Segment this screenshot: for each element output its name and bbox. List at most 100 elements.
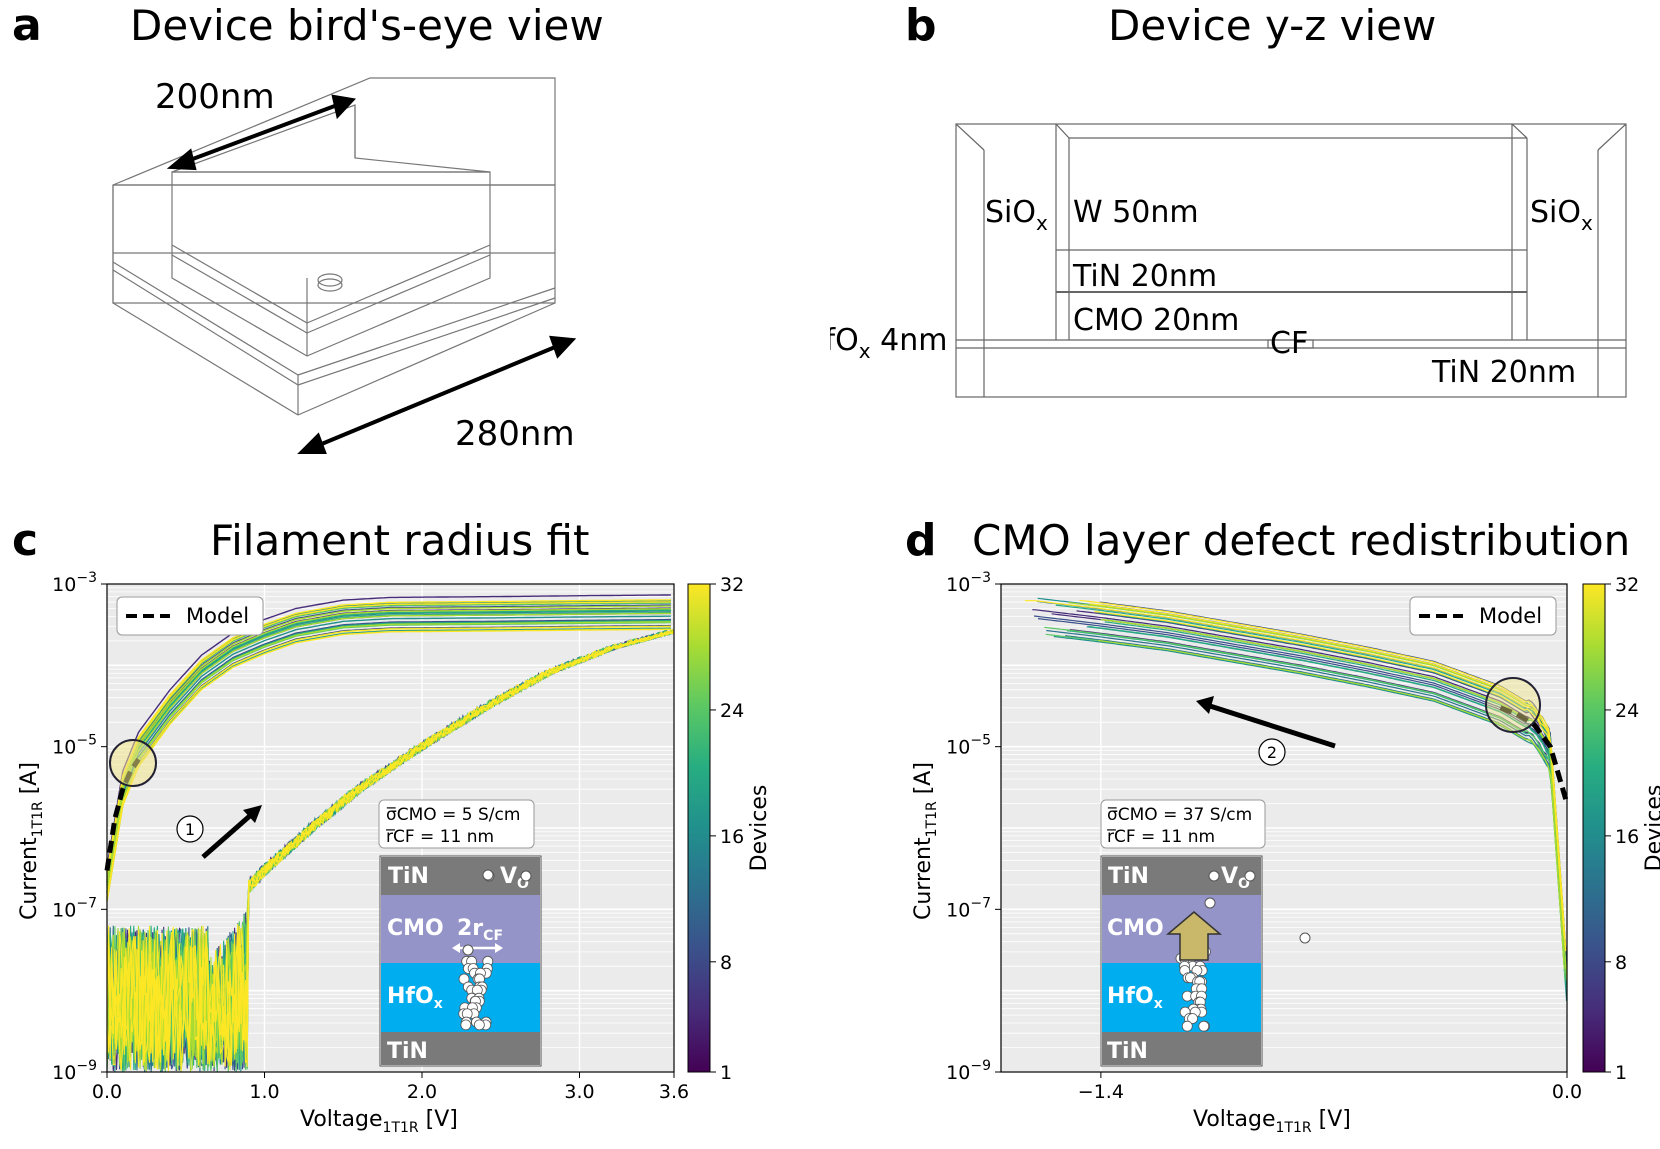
- reset-device-curve-d: [1097, 612, 1565, 934]
- lrs-device-curve-c: [106, 605, 671, 879]
- lrs-device-curve-c: [106, 601, 671, 874]
- sweep-direction-arrow-d: [1196, 696, 1336, 749]
- x-tick-label-c: 1.0: [249, 1081, 279, 1103]
- lrs-device-curve-c: [106, 620, 671, 893]
- x-tick-label-c: 3.6: [659, 1081, 689, 1103]
- lrs-device-curve-c: [106, 621, 671, 894]
- y-tick-label-d: 10−5: [946, 733, 991, 759]
- sigma-cmo-c: σ̅CMO = 5 S/cm: [386, 805, 520, 825]
- schem-hfo-c: HfOx: [387, 984, 443, 1012]
- y-tick-label-c: 10−5: [52, 733, 97, 759]
- vacancy-dot-c: [473, 1019, 485, 1031]
- model-curve-c: [104, 757, 141, 871]
- device-cross-section: [955, 123, 1627, 398]
- reset-device-curve-d: [1098, 639, 1565, 970]
- r-cf-c: r̅CF = 11 nm: [386, 827, 494, 847]
- lrs-device-curve-c: [106, 625, 671, 899]
- dimension-arrows: [166, 94, 577, 454]
- colorbar-d: 32 24 16 8 1 Devices: [1582, 574, 1660, 1084]
- vacancy-dot-c: [460, 1019, 472, 1031]
- vacancy-dot-d: [1204, 897, 1216, 909]
- r-cf-d: r̅CF = 11 nm: [1107, 827, 1215, 847]
- sweep-direction-arrow-c: [201, 805, 262, 859]
- panel-c-title: Filament radius fit: [210, 516, 589, 565]
- colorbar-tick-label-c: 32: [720, 574, 744, 596]
- colorbar-tick-label-c: 8: [720, 952, 732, 974]
- colorbar-label-d: Devices: [1642, 785, 1660, 872]
- x-tick-label-c: 0.0: [92, 1081, 122, 1103]
- schem-2rcf-c: 2rCF: [457, 916, 503, 944]
- y-tick-label-c: 10−3: [52, 570, 97, 596]
- reset-device-curve-d: [1037, 618, 1565, 949]
- hfo-layer-label: HfOx 4nm: [830, 323, 947, 363]
- vacancy-dot-d: [1198, 1020, 1210, 1032]
- w-layer-label: W 50nm: [1073, 195, 1199, 230]
- colorbar-tick-label-d: 24: [1615, 700, 1639, 722]
- vacancy-dot-d: [1299, 932, 1311, 944]
- legend-model-label-c: Model: [186, 604, 249, 628]
- sio-right-label: SiOx: [1530, 195, 1593, 235]
- reset-device-curve-d: [1053, 635, 1568, 1001]
- reset-device-curve-d: [1032, 609, 1566, 954]
- lrs-device-curve-c: [106, 602, 671, 875]
- panel-d-chart: d CMO layer defect redistribution −1.4 0.…: [905, 515, 1660, 1136]
- schem-cmo-d: CMO: [1107, 916, 1164, 941]
- panel-d-letter: d: [905, 515, 937, 566]
- filament-schematic-d: TiN VO CMO HfOx TiN: [1100, 855, 1311, 1067]
- schem-tin-top-d: TiN: [1108, 864, 1149, 889]
- lrs-device-curve-c: [106, 615, 671, 889]
- legend-model-label-d: Model: [1479, 604, 1542, 628]
- panel-b-letter: b: [905, 0, 937, 51]
- vacancy-dot-d: [1244, 870, 1256, 882]
- panel-a-letter: a: [12, 0, 42, 51]
- y-tick-label-c: 10−9: [52, 1058, 97, 1084]
- reset-device-curve-d: [1046, 629, 1567, 982]
- x-tick-label-d: −1.4: [1078, 1081, 1124, 1103]
- y-tick-label-d: 10−3: [946, 570, 991, 596]
- reset-device-curve-d: [1024, 600, 1565, 937]
- model-curve-d: [1499, 705, 1570, 805]
- colorbar-tick-label-d: 16: [1615, 826, 1639, 848]
- colorbar-tick-label-d: 8: [1615, 952, 1627, 974]
- colorbar-tick-label-c: 1: [720, 1062, 732, 1084]
- vacancy-dots-c: [458, 869, 532, 1031]
- sio-left-label: SiOx: [985, 195, 1048, 235]
- reset-device-curve-d: [1089, 603, 1567, 952]
- reset-device-curve-d: [1044, 626, 1565, 952]
- device-3d-wireframe: [112, 77, 556, 416]
- model-dashed-line-d: [1499, 705, 1570, 805]
- schem-tin-bottom-d: TiN: [1107, 1039, 1148, 1064]
- fit-region-highlight-c: [109, 739, 157, 787]
- colorbar-bar-c: [687, 583, 711, 1073]
- cf-label: CF: [1270, 326, 1308, 361]
- x-axis-label-c: Voltage1T1R [V]: [300, 1107, 458, 1136]
- panel-b: b Device y-z view SiOx SiOx W 50nm TiN 2…: [830, 0, 1627, 398]
- plot-frame-c: [106, 583, 675, 1073]
- colorbar-label-c: Devices: [747, 785, 772, 872]
- vacancy-dot-d: [1208, 870, 1220, 882]
- vacancy-dot-c: [520, 870, 532, 882]
- x-tick-label-d: 0.0: [1552, 1081, 1582, 1103]
- dim-200nm-label: 200nm: [155, 77, 275, 117]
- panel-d-title: CMO layer defect redistribution: [972, 516, 1630, 565]
- colorbar-tick-label-d: 1: [1615, 1062, 1627, 1084]
- reset-device-curve-d: [1065, 635, 1566, 970]
- panel-a: a Device bird's-eye view 200nm 280nm: [12, 0, 604, 454]
- measured-curves-c: [106, 594, 675, 1073]
- colorbar-tick-label-c: 24: [720, 700, 744, 722]
- fit-params-box-d: σ̅CMO = 37 S/cm r̅CF = 11 nm: [1100, 799, 1266, 849]
- colorbar-tick-label-c: 16: [720, 826, 744, 848]
- cmo-layer-label: CMO 20nm: [1073, 303, 1239, 338]
- vacancy-dot-d: [1181, 1020, 1193, 1032]
- tin-bottom-label: TiN 20nm: [1431, 355, 1576, 390]
- tin-top-label: TiN 20nm: [1072, 259, 1217, 294]
- reset-device-curve-d: [1094, 610, 1565, 936]
- lrs-device-curve-c: [106, 609, 671, 883]
- colorbar-tick-label-d: 32: [1615, 574, 1639, 596]
- hrs-device-curve-c: [106, 629, 674, 1072]
- vacancy-dot-c: [482, 869, 494, 881]
- reset-device-curve-d: [1103, 619, 1567, 974]
